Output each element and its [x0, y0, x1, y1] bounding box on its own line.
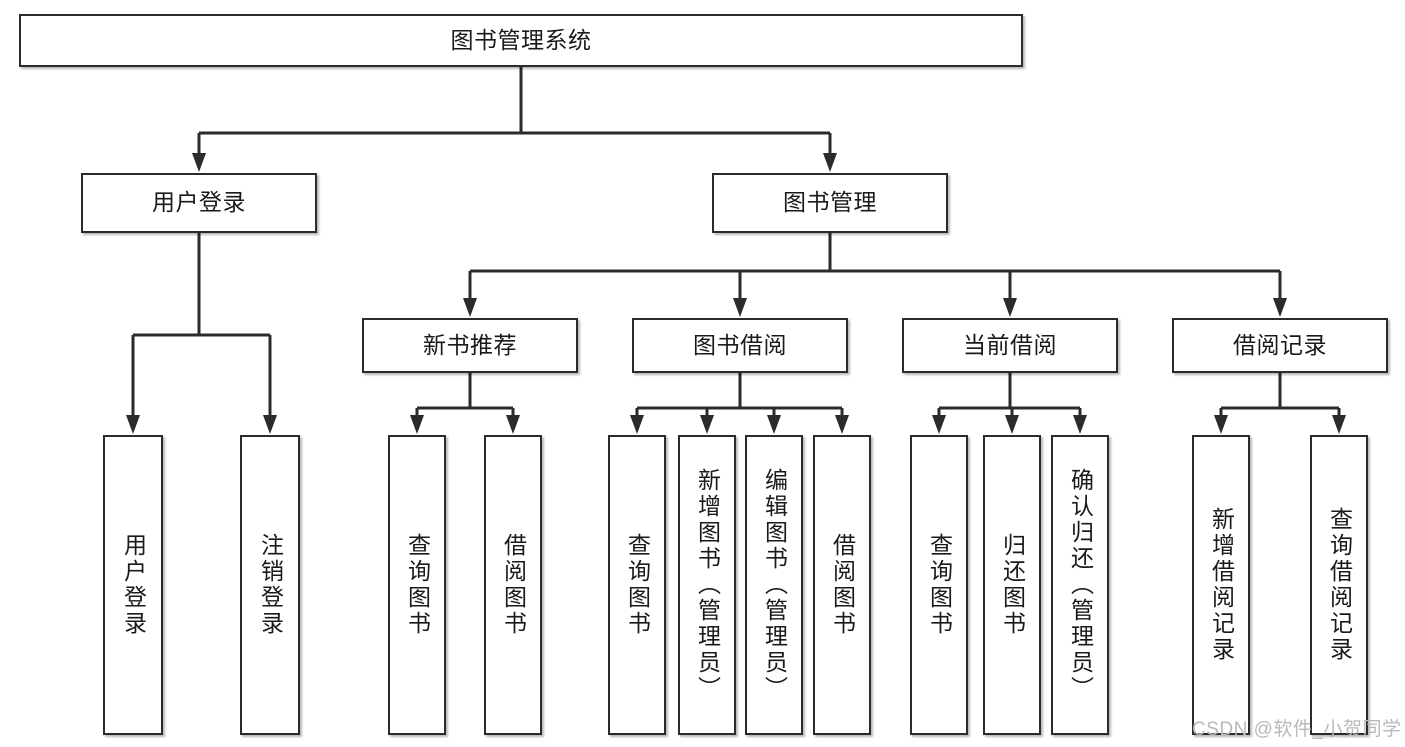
node-label-leaf-query-book-recommend: 查询图书 [404, 533, 431, 637]
node-book-borrow[interactable]: 图书借阅 [632, 318, 848, 373]
node-label-current-borrow: 当前借阅 [963, 331, 1057, 358]
node-label-leaf-user-login: 用户登录 [120, 533, 147, 637]
node-leaf-query-book-recommend[interactable]: 查询图书 [388, 435, 446, 735]
node-leaf-edit-book[interactable]: 编辑图书（管理员） [745, 435, 803, 735]
node-label-leaf-query-book-borrow: 查询图书 [624, 533, 651, 637]
node-leaf-confirm-return[interactable]: 确认归还（管理员） [1051, 435, 1109, 735]
node-leaf-add-book[interactable]: 新增图书（管理员） [678, 435, 736, 735]
node-label-leaf-query-book-current: 查询图书 [926, 533, 953, 637]
node-current-borrow[interactable]: 当前借阅 [902, 318, 1118, 373]
node-label-leaf-edit-book: 编辑图书（管理员） [761, 468, 788, 702]
node-leaf-borrow-book[interactable]: 借阅图书 [813, 435, 871, 735]
node-leaf-query-borrow-record[interactable]: 查询借阅记录 [1310, 435, 1368, 735]
node-label-leaf-logout: 注销登录 [257, 533, 284, 637]
node-label-leaf-borrow-book: 借阅图书 [829, 533, 856, 637]
node-label-leaf-borrow-book-recommend: 借阅图书 [500, 533, 527, 637]
node-leaf-query-book-current[interactable]: 查询图书 [910, 435, 968, 735]
node-user-login[interactable]: 用户登录 [81, 173, 317, 233]
node-leaf-logout[interactable]: 注销登录 [240, 435, 300, 735]
node-label-book-management: 图书管理 [783, 189, 877, 216]
node-label-leaf-add-book: 新增图书（管理员） [694, 468, 721, 702]
node-label-leaf-query-borrow-record: 查询借阅记录 [1326, 507, 1353, 663]
node-label-borrow-record: 借阅记录 [1233, 331, 1327, 358]
node-leaf-add-borrow-record[interactable]: 新增借阅记录 [1192, 435, 1250, 735]
node-root[interactable]: 图书管理系统 [19, 14, 1023, 67]
node-leaf-borrow-book-recommend[interactable]: 借阅图书 [484, 435, 542, 735]
node-leaf-return-book[interactable]: 归还图书 [983, 435, 1041, 735]
node-leaf-query-book-borrow[interactable]: 查询图书 [608, 435, 666, 735]
node-new-book-recommend[interactable]: 新书推荐 [362, 318, 578, 373]
node-label-book-borrow: 图书借阅 [693, 331, 787, 358]
node-leaf-user-login[interactable]: 用户登录 [103, 435, 163, 735]
node-label-root: 图书管理系统 [450, 26, 592, 53]
node-borrow-record[interactable]: 借阅记录 [1172, 318, 1388, 373]
node-label-leaf-return-book: 归还图书 [999, 533, 1026, 637]
node-label-leaf-confirm-return: 确认归还（管理员） [1067, 468, 1094, 702]
node-book-management[interactable]: 图书管理 [712, 173, 948, 233]
node-label-user-login: 用户登录 [152, 189, 246, 216]
node-label-new-book-recommend: 新书推荐 [423, 331, 517, 358]
node-label-leaf-add-borrow-record: 新增借阅记录 [1208, 507, 1235, 663]
